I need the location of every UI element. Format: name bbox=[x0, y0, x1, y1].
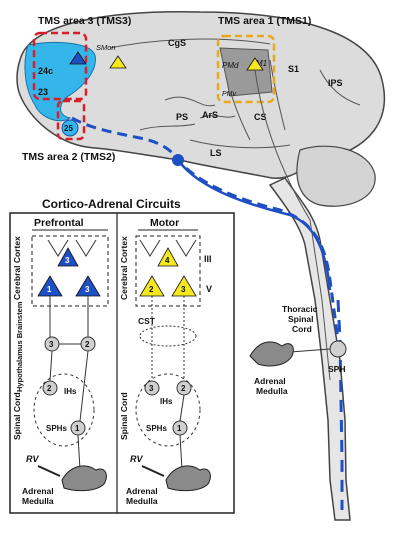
prefrontal-neuron-v2-num: 3 bbox=[85, 285, 90, 294]
area-25-label: 25 bbox=[64, 124, 73, 133]
adrenal-gland-icon bbox=[249, 341, 294, 367]
motor-link-b bbox=[179, 434, 183, 471]
tms1-box bbox=[216, 34, 276, 104]
s1-label: S1 bbox=[288, 64, 299, 74]
pf-link-c bbox=[77, 434, 81, 471]
pf-sphs-label: SPHs bbox=[46, 424, 67, 433]
layer-iii-label: III bbox=[204, 254, 212, 264]
motor-adrenal-label-2: Medulla bbox=[126, 496, 158, 506]
motor-sph-node-num: 1 bbox=[177, 424, 182, 433]
pf-adrenal-label-1: Adrenal bbox=[22, 486, 54, 496]
circuits-title: Cortico-Adrenal Circuits bbox=[42, 197, 181, 211]
sph-to-adrenal bbox=[289, 348, 331, 353]
motor-region bbox=[219, 47, 273, 97]
circuits-panel bbox=[9, 212, 235, 514]
motor-neuron-v2-num: 3 bbox=[181, 285, 186, 294]
motor-syringe-icon bbox=[141, 465, 165, 477]
pf-adrenal-gland-icon bbox=[61, 465, 107, 492]
adrenal-label-1: Adrenal bbox=[254, 376, 286, 386]
ars-label: ArS bbox=[202, 110, 218, 120]
side-hypothalamus-left: Hypothalamus Brainstem bbox=[15, 301, 24, 392]
side-spinal-right: Spinal Cord bbox=[119, 392, 129, 440]
pf-brainstem-node-1-num: 3 bbox=[49, 340, 54, 349]
ips-label: IPS bbox=[328, 78, 343, 88]
thoracic-label-2: Spinal bbox=[288, 314, 314, 324]
motor-rv-label: RV bbox=[130, 454, 143, 464]
prefrontal-title: Prefrontal bbox=[34, 217, 84, 229]
prefrontal-neuron-v1-num: 1 bbox=[47, 285, 52, 294]
pf-ih-node-1-num: 2 bbox=[47, 384, 52, 393]
pf-ihs-label: IHs bbox=[64, 387, 77, 396]
side-cerebral-cortex-left: Cerebral Cortex bbox=[12, 236, 22, 300]
thoracic-label-1: Thoracic bbox=[282, 304, 318, 314]
side-spinal-left: Spinal Cord bbox=[12, 392, 22, 440]
prefrontal-neuron-iii-num: 3 bbox=[65, 256, 70, 265]
motor-ih-region bbox=[135, 373, 201, 447]
motor-adrenal-label-1: Adrenal bbox=[126, 486, 158, 496]
motor-sphs-label: SPHs bbox=[146, 424, 167, 433]
prefrontal-cortex-box bbox=[31, 235, 109, 307]
pf-sph-node-num: 1 bbox=[75, 424, 80, 433]
motor-link-a bbox=[179, 394, 185, 422]
brain-outline bbox=[16, 11, 386, 521]
area-23-label: 23 bbox=[38, 87, 48, 97]
motor-cst-region bbox=[139, 325, 197, 347]
smon-label: SMon bbox=[96, 43, 116, 52]
sph-node bbox=[329, 340, 347, 358]
pf-brainstem-node-2-num: 2 bbox=[85, 340, 90, 349]
area-25-marker bbox=[61, 119, 79, 137]
motor-neuron-iii bbox=[157, 247, 179, 267]
pf-link-b bbox=[79, 350, 89, 422]
descending-pathway-lower bbox=[336, 299, 344, 510]
side-cerebral-cortex-right: Cerebral Cortex bbox=[119, 236, 129, 300]
tms2-box bbox=[56, 99, 86, 141]
motor-cortex-box bbox=[135, 235, 201, 307]
ls-label: LS bbox=[210, 148, 222, 158]
pmd-label: PMd bbox=[222, 61, 239, 70]
thoracic-label-3: Cord bbox=[292, 324, 312, 334]
motor-ih-node-2-num: 2 bbox=[181, 384, 186, 393]
motor-ihs-label: IHs bbox=[160, 397, 173, 406]
area-24c-label: 24c bbox=[38, 66, 53, 76]
motor-ih-node-1-num: 3 bbox=[149, 384, 154, 393]
cgs-label: CgS bbox=[168, 38, 186, 48]
pf-ih-region bbox=[33, 373, 95, 447]
descending-pathway-solid bbox=[176, 159, 332, 291]
tms1-label: TMS area 1 (TMS1) bbox=[218, 15, 311, 27]
motor-neuron-iii-num: 4 bbox=[165, 256, 170, 265]
pf-link-a bbox=[49, 350, 53, 382]
pf-syringe-icon bbox=[37, 465, 61, 477]
motor-title: Motor bbox=[150, 217, 179, 229]
cs-label: CS bbox=[254, 112, 267, 122]
pmv-label: PMv bbox=[222, 91, 237, 98]
prefrontal-neuron-iii bbox=[57, 247, 79, 267]
layer-v-label: V bbox=[206, 284, 212, 294]
motor-cst-label: CST bbox=[138, 316, 156, 326]
m1-label: M1 bbox=[256, 59, 267, 68]
ps-label: PS bbox=[176, 112, 188, 122]
motor-ih-node-1 bbox=[144, 380, 160, 396]
adrenal-label-2: Medulla bbox=[256, 386, 288, 396]
pf-adrenal-label-2: Medulla bbox=[22, 496, 54, 506]
smon-neuron-icon bbox=[109, 55, 127, 69]
motor-projection bbox=[254, 69, 331, 381]
motor-neuron-v1-num: 2 bbox=[149, 285, 154, 294]
sph-label: SPH bbox=[328, 364, 345, 374]
prefrontal-neuron-icon bbox=[69, 51, 87, 65]
motor-adrenal-gland-icon bbox=[165, 465, 211, 492]
tms3-label: TMS area 3 (TMS3) bbox=[38, 15, 131, 27]
pf-rv-label: RV bbox=[26, 454, 39, 464]
tms3-box bbox=[32, 31, 88, 101]
tms2-label: TMS area 2 (TMS2) bbox=[22, 151, 115, 163]
